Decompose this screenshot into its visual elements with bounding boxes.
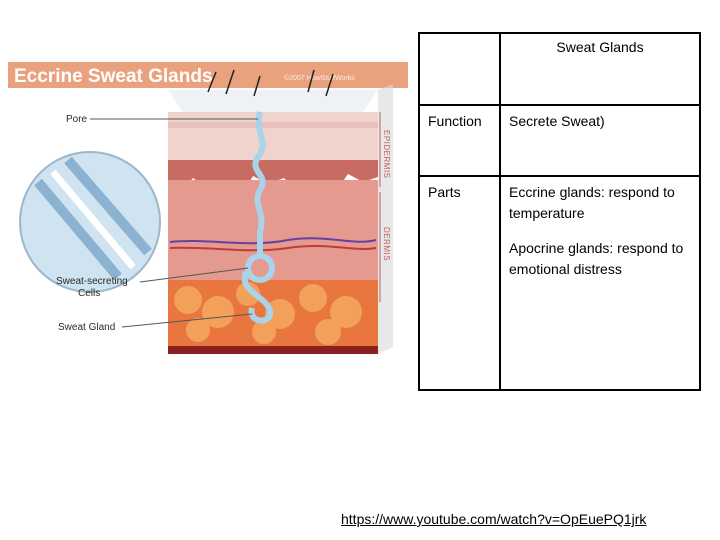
eccrine-sweat-gland-illustration: Eccrine Sweat Glands ©2007 HowStuffWorks xyxy=(8,62,408,360)
parts-value: Eccrine glands: respond to temperature A… xyxy=(500,176,700,390)
figure-copyright: ©2007 HowStuffWorks xyxy=(284,74,355,82)
dermis-label: DERMIS xyxy=(382,227,391,261)
table-corner-cell xyxy=(419,33,500,105)
function-label: Function xyxy=(419,105,500,176)
youtube-link[interactable]: https://www.youtube.com/watch?v=OpEuePQ1… xyxy=(341,511,646,527)
parts-label: Parts xyxy=(419,176,500,390)
magnified-inset xyxy=(20,152,160,292)
skin-surface xyxy=(168,90,378,112)
eccrine-glands-text: Eccrine glands: respond to temperature xyxy=(509,182,691,224)
skin-diagram-svg: Eccrine Sweat Glands ©2007 HowStuffWorks xyxy=(8,62,408,360)
table-row-function: Function Secrete Sweat) xyxy=(419,105,700,176)
bottom-vessels xyxy=(168,346,378,354)
table-header-row: Sweat Glands xyxy=(419,33,700,105)
apocrine-glands-text: Apocrine glands: respond to emotional di… xyxy=(509,238,691,280)
table-row-parts: Parts Eccrine glands: respond to tempera… xyxy=(419,176,700,390)
function-value: Secrete Sweat) xyxy=(500,105,700,176)
epidermis-label: EPIDERMIS xyxy=(382,130,391,179)
table-title: Sweat Glands xyxy=(500,33,700,105)
figure-title: Eccrine Sweat Glands xyxy=(14,66,213,87)
pore-label: Pore xyxy=(66,114,88,125)
cells-label-line1: Sweat-secreting xyxy=(56,276,128,287)
cells-label-line2: Cells xyxy=(78,288,100,299)
sweat-glands-table: Sweat Glands Function Secrete Sweat) Par… xyxy=(418,32,701,391)
sweat-gland-label: Sweat Gland xyxy=(58,322,115,333)
